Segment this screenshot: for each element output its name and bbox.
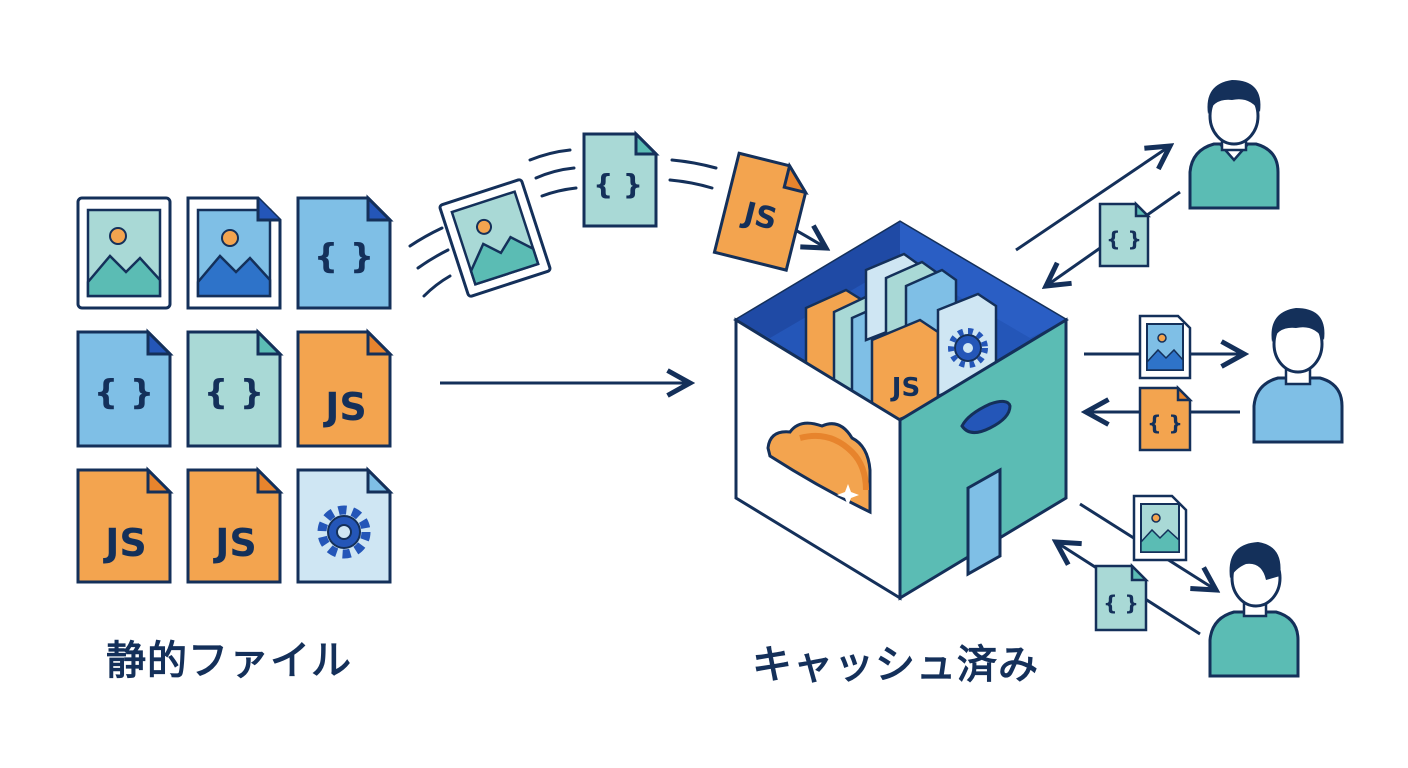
image-file-icon (1138, 314, 1192, 380)
json-braces-text: { } (1103, 591, 1138, 615)
flying-files: { } JS (408, 130, 826, 298)
json-file-icon: { } (582, 130, 660, 228)
json-braces-text: { } (204, 373, 264, 413)
json-file-icon: { } (186, 328, 284, 448)
delivered-files: { } { } { } (1094, 200, 1194, 632)
user-avatar (1252, 308, 1344, 444)
box-handle (960, 399, 1012, 434)
static-files-grid: { } { } { } JS JS JS (76, 194, 394, 584)
json-braces-text: { } (593, 168, 643, 201)
json-braces-text: { } (1106, 227, 1141, 251)
json-file-icon: { } (296, 194, 394, 310)
js-label-text: JS (322, 385, 367, 429)
image-file-icon (76, 196, 172, 310)
motion-lines (408, 148, 826, 298)
json-file-icon: { } (1094, 562, 1150, 632)
user-avatar (1208, 542, 1300, 678)
gear-icon (317, 505, 371, 559)
image-file-icon (1132, 494, 1188, 562)
cached-label: キャッシュ済み (752, 642, 1039, 688)
js-label-text: JS (890, 373, 920, 403)
cache-box: JS (733, 220, 1069, 601)
json-file-icon: { } (1138, 384, 1194, 452)
image-file-icon (438, 178, 552, 298)
json-braces-text: { } (1147, 411, 1182, 435)
config-file-icon (296, 466, 394, 584)
image-file-icon (186, 196, 282, 310)
json-file-icon: { } (76, 328, 174, 448)
static-files-label: 静的ファイル (106, 638, 352, 684)
js-file-icon: JS (186, 466, 284, 584)
box-door (966, 467, 1002, 577)
json-braces-text: { } (94, 373, 154, 413)
cloud-logo (766, 421, 872, 515)
js-label-text: JS (102, 521, 147, 565)
user-avatar (1188, 80, 1280, 210)
js-file-icon: JS (76, 466, 174, 584)
users (1188, 80, 1344, 678)
json-file-icon: { } (1098, 200, 1152, 268)
json-braces-text: { } (314, 237, 374, 277)
js-file-icon: JS (296, 328, 394, 448)
js-file-icon: JS (712, 151, 809, 272)
js-label-text: JS (212, 521, 257, 565)
